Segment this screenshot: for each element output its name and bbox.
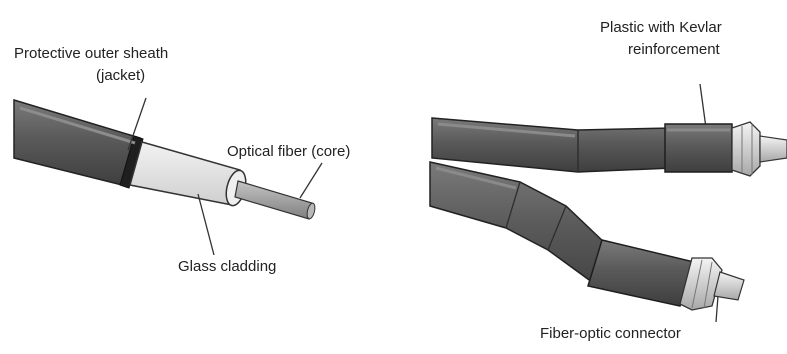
jacket-label-line1: Protective outer sheath xyxy=(14,44,168,63)
lower-ferrule xyxy=(714,272,744,300)
optical-fiber-core xyxy=(235,181,312,219)
connector-label: Fiber-optic connector xyxy=(540,324,681,343)
core-label: Optical fiber (core) xyxy=(227,142,350,161)
jacket-label-line2: (jacket) xyxy=(96,66,145,85)
kevlar-leader xyxy=(700,84,706,128)
upper-connector-nut xyxy=(732,122,760,176)
glass-cladding xyxy=(130,142,240,205)
cladding-leader xyxy=(198,194,214,255)
upper-cable-branch xyxy=(432,118,787,176)
kevlar-label-line1: Plastic with Kevlar xyxy=(600,18,722,37)
cladding-label: Glass cladding xyxy=(178,257,276,276)
upper-ferrule xyxy=(760,136,787,162)
connector-leader xyxy=(716,296,718,322)
kevlar-label-line2: reinforcement xyxy=(628,40,720,59)
core-leader xyxy=(300,163,322,198)
lower-connector-sleeve xyxy=(588,240,694,306)
lower-cable-branch xyxy=(430,162,744,310)
